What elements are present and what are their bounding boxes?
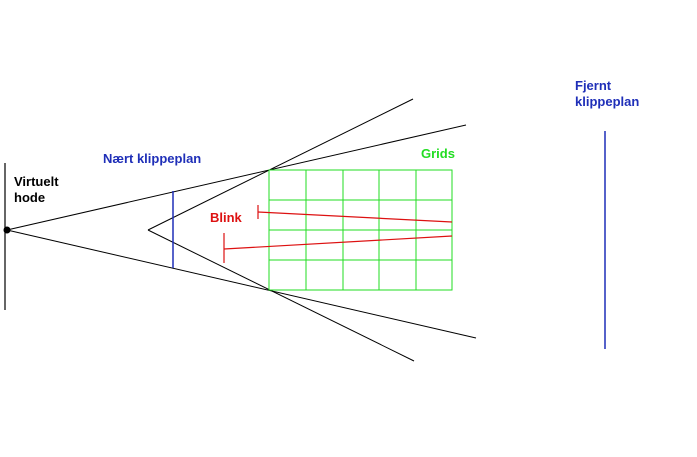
frustum-lower-line bbox=[6, 229, 477, 339]
blink-label: Blink bbox=[210, 210, 242, 225]
wedge-lower-line bbox=[147, 229, 415, 362]
virtual-head-label: Virtuelt hode bbox=[14, 174, 59, 205]
far-clip-plane-label: Fjernt klippeplan bbox=[575, 78, 640, 109]
blink-markers bbox=[223, 205, 453, 263]
grids-label: Grids bbox=[421, 146, 455, 161]
grid bbox=[268, 169, 453, 291]
wedge-upper-line bbox=[147, 98, 414, 231]
near-clip-plane-label: Nært klippeplan bbox=[103, 151, 202, 166]
blink-ray-lower bbox=[223, 235, 453, 250]
blink-ray-upper bbox=[257, 211, 453, 223]
frustum-upper-line bbox=[6, 124, 467, 231]
